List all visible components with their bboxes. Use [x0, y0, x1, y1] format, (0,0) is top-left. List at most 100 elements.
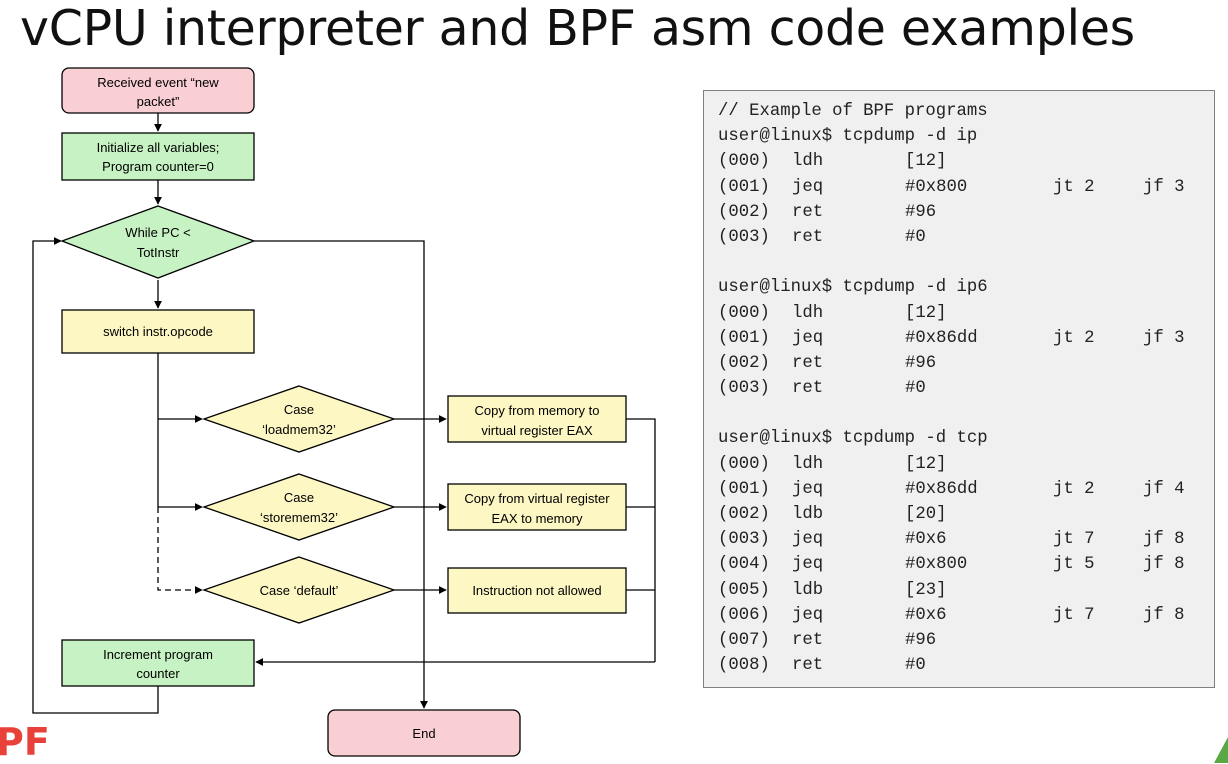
code-op: ldh	[792, 454, 824, 474]
code-op: jeq	[792, 177, 824, 197]
code-arg: [23]	[905, 580, 947, 600]
case-loadmem32-decision: Case ‘loadmem32’	[202, 385, 396, 453]
code-addr: (003)	[718, 379, 770, 399]
code-op: ldh	[792, 152, 824, 172]
code-addr: (006)	[718, 605, 770, 625]
code-line: user@linux$ tcpdump -d ip6	[718, 275, 1214, 300]
code-jf: jf 8	[1143, 530, 1185, 550]
code-jf	[1143, 149, 1213, 174]
switch-node-label: switch instr.opcode	[103, 324, 213, 339]
action-not-allowed: Instruction not allowed	[447, 567, 627, 614]
increment-node: Increment program counter	[61, 639, 255, 687]
code-arg: #96	[905, 353, 937, 373]
loop-back-arrow	[32, 237, 159, 714]
start-node: Received event “new packet”	[61, 67, 255, 114]
init-node-line2: Program counter=0	[102, 159, 214, 174]
code-op: ret	[792, 379, 824, 399]
code-arg: #0x86dd	[905, 479, 978, 499]
case-storemem32-line2: ‘storemem32’	[260, 510, 338, 525]
start-node-line2: packet”	[137, 94, 180, 109]
code-op: ret	[792, 202, 824, 222]
code-addr: (000)	[718, 152, 770, 172]
code-jf	[1143, 578, 1213, 603]
action-not-allowed-label: Instruction not allowed	[472, 583, 601, 598]
code-jt	[1053, 653, 1143, 678]
code-addr: (000)	[718, 454, 770, 474]
code-line: (003)ret#0	[718, 376, 1214, 401]
code-line: (005) ldb [23]	[718, 578, 1214, 603]
increment-node-line2: counter	[136, 666, 180, 681]
action-copy-to-eax: Copy from memory to virtual register EAX	[447, 395, 627, 443]
code-jf	[1143, 653, 1213, 678]
dashed-arrow-to-case-default	[157, 507, 203, 594]
code-op: jeq	[792, 479, 824, 499]
code-jf	[1143, 200, 1213, 225]
action-copy-to-memory-line1: Copy from virtual register	[464, 491, 610, 506]
code-line	[718, 250, 1214, 275]
code-arg: [12]	[905, 454, 947, 474]
code-jt: jt 2	[1053, 479, 1095, 499]
code-jf: jf 3	[1143, 177, 1185, 197]
code-addr: (002)	[718, 505, 770, 524]
code-jf	[1143, 351, 1213, 376]
code-arg: [20]	[905, 505, 947, 524]
return-line-right	[626, 418, 656, 662]
code-jt	[1053, 376, 1143, 401]
code-jt	[1053, 149, 1143, 174]
code-line: (002)ldb[20]	[718, 502, 1214, 527]
code-jf	[1143, 502, 1213, 527]
code-jt: jt 7	[1053, 605, 1095, 625]
code-line: (002)ret#96	[718, 200, 1214, 225]
ebpf-logo: PF	[0, 720, 50, 764]
arrow-while-to-end	[254, 240, 428, 709]
code-line: // Example of BPF programs	[718, 99, 1214, 124]
end-node: End	[327, 709, 521, 757]
code-op: ret	[792, 353, 824, 373]
code-op: jeq	[792, 555, 824, 575]
init-node-line1: Initialize all variables;	[97, 140, 220, 155]
code-addr: (003)	[718, 227, 770, 247]
code-line: (003)ret#0	[718, 225, 1214, 250]
code-arg: #0x800	[905, 177, 968, 197]
code-jf: jf 4	[1143, 479, 1185, 499]
code-op: jeq	[792, 328, 824, 348]
code-addr: (005)	[718, 580, 770, 600]
code-arg: #0x6	[905, 605, 947, 625]
code-addr: (002)	[718, 353, 770, 373]
code-jf	[1143, 628, 1213, 653]
code-jt	[1053, 301, 1143, 326]
code-op: jeq	[792, 605, 824, 625]
code-arg: #96	[905, 630, 937, 650]
case-default-decision: Case ‘default’	[202, 556, 396, 624]
case-storemem32-decision: Case ‘storemem32’	[202, 473, 396, 541]
code-addr: (008)	[718, 656, 770, 676]
code-jf: jf 8	[1143, 555, 1185, 575]
code-line: (002) ret #96	[718, 351, 1214, 376]
code-line: (007)ret#96	[718, 628, 1214, 653]
action-copy-to-memory-line2: EAX to memory	[491, 511, 583, 526]
code-text: // Example of BPF programs	[718, 102, 988, 121]
code-arg: #0	[905, 656, 926, 676]
code-op: ldh	[792, 303, 824, 323]
switch-node: switch instr.opcode	[61, 309, 255, 354]
code-op: ldb	[792, 580, 824, 600]
code-text: user@linux$ tcpdump -d tcp	[718, 429, 988, 449]
increment-node-line1: Increment program	[103, 647, 213, 662]
code-jt	[1053, 502, 1143, 527]
case-storemem32-line1: Case	[284, 490, 314, 505]
start-node-line1: Received event “new	[97, 75, 219, 90]
code-line	[718, 401, 1214, 426]
while-decision: While PC < TotInstr	[60, 205, 256, 279]
case-default-label: Case ‘default’	[260, 583, 339, 598]
code-line: (000)ldh[12]	[718, 149, 1214, 174]
code-jt	[1053, 578, 1143, 603]
code-addr: (003)	[718, 530, 770, 550]
code-addr: (004)	[718, 555, 770, 575]
code-jf: jf 3	[1143, 328, 1185, 348]
code-addr: (002)	[718, 202, 770, 222]
code-text: user@linux$ tcpdump -d ip6	[718, 278, 988, 298]
code-jt	[1053, 628, 1143, 653]
code-line: user@linux$ tcpdump -d ip	[718, 124, 1214, 149]
